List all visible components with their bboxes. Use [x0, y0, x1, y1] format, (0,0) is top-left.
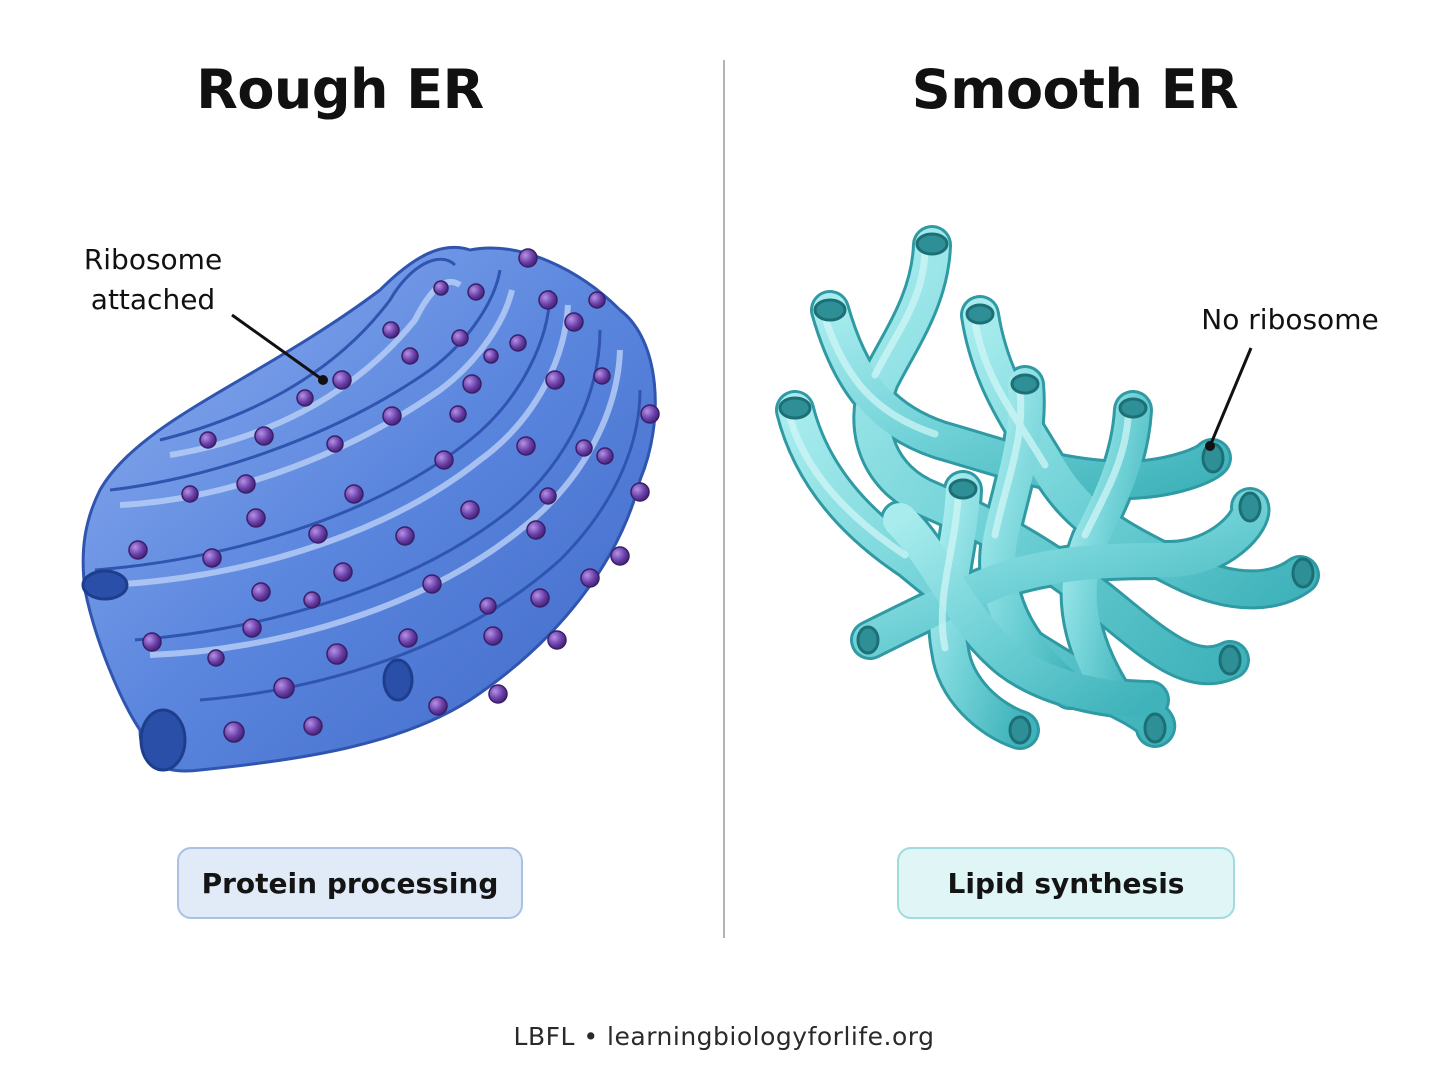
footer-credit: LBFL • learningbiologyforlife.org	[513, 1022, 935, 1051]
ribosome-attached-callout: Ribosome attached	[83, 243, 223, 316]
smooth-er-function-label: Lipid synthesis	[947, 866, 1185, 900]
rough-er-title: Rough ER	[196, 58, 484, 121]
smooth-er-function-box: Lipid synthesis	[897, 847, 1235, 919]
panel-divider	[723, 60, 725, 938]
smooth-callout-line	[1208, 347, 1253, 447]
rough-er-function-label: Protein processing	[201, 866, 499, 900]
rough-er-function-box: Protein processing	[177, 847, 523, 919]
rough-er-illustration	[81, 245, 660, 773]
smooth-er-illustration	[775, 225, 1320, 750]
ribosome-dots	[128, 248, 660, 743]
rough-callout-line	[231, 313, 324, 382]
smooth-er-title: Smooth ER	[911, 58, 1239, 121]
no-ribosome-callout: No ribosome	[1201, 303, 1379, 336]
